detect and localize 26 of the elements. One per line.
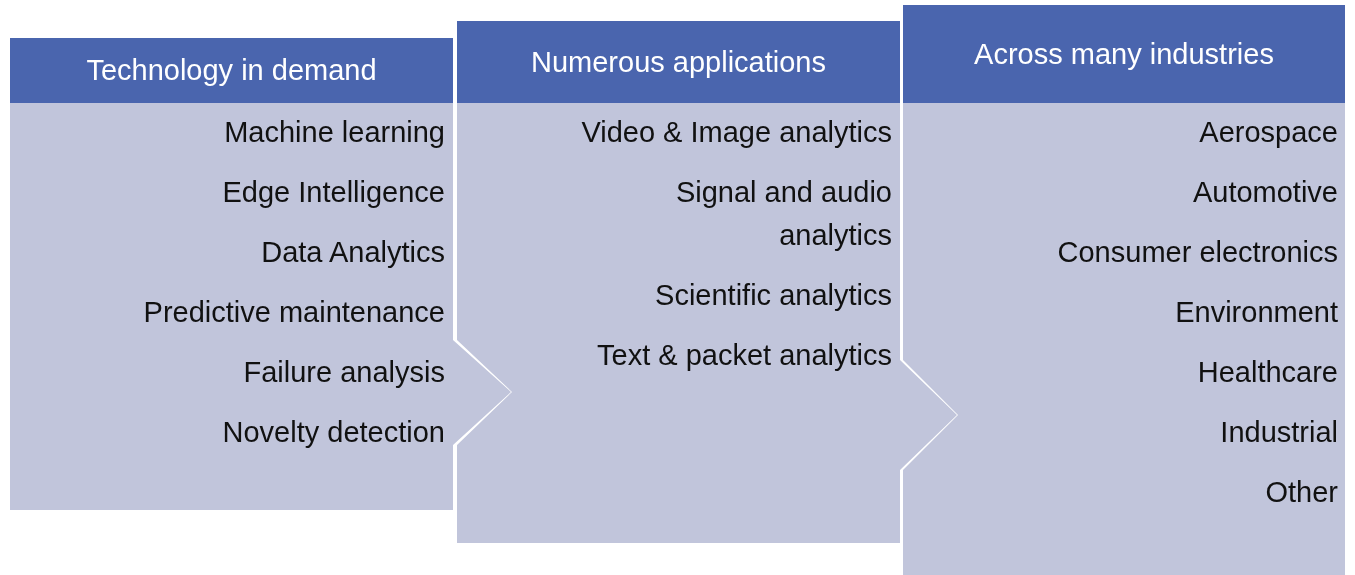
list-item: Failure analysis — [243, 355, 445, 390]
list-item: Novelty detection — [222, 415, 445, 450]
column-heading: Technology in demand — [86, 54, 377, 87]
list-item: Environment — [1175, 295, 1338, 330]
list-item: Consumer electronics — [1057, 235, 1338, 270]
list-item: Data Analytics — [261, 235, 445, 270]
header-band — [10, 38, 453, 103]
list-item: Text & packet analytics — [597, 338, 892, 373]
list-item: Video & Image analytics — [581, 115, 892, 150]
chevron-panel — [10, 103, 512, 510]
column-heading: Across many industries — [974, 37, 1274, 71]
column-heading: Numerous applications — [531, 45, 826, 79]
list-item: Machine learning — [224, 115, 445, 150]
list-item: Healthcare — [1197, 355, 1338, 390]
chevron-panel — [903, 103, 1345, 575]
list-item: Automotive — [1192, 175, 1338, 210]
list-item: Predictive maintenance — [143, 295, 445, 330]
chevron-panel — [457, 103, 958, 543]
list-item: Scientific analytics — [655, 278, 892, 313]
header-band — [457, 21, 900, 103]
header-band — [903, 5, 1345, 103]
list-item: Aerospace — [1199, 115, 1338, 150]
list-item: Industrial — [1220, 415, 1338, 450]
list-item: Edge Intelligence — [222, 175, 445, 210]
list-item: Other — [1265, 475, 1338, 510]
list-item: Signal and audio analytics — [674, 175, 892, 253]
